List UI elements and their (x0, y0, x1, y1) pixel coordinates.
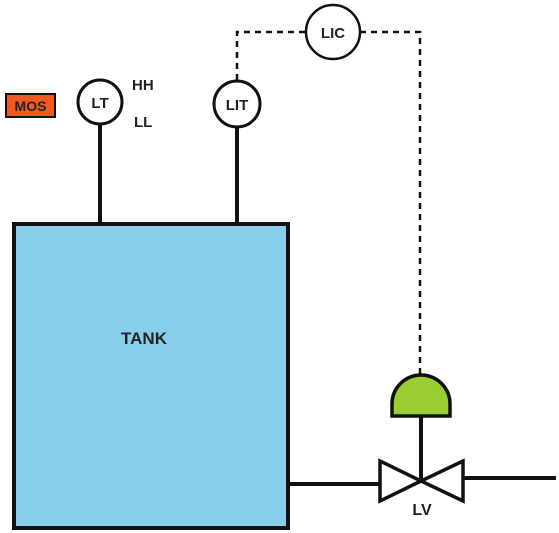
control-valve-body (378, 458, 425, 504)
ll-label: LL (134, 114, 152, 131)
lic-label: LIC (321, 25, 345, 42)
tank (12, 222, 290, 530)
lit-to-lic-signal-line (235, 30, 306, 80)
lic-controller-bubble (304, 3, 362, 61)
control-valve-body-right (416, 458, 465, 504)
hh-label: HH (132, 77, 154, 94)
lit-label: LIT (226, 97, 249, 114)
mos-label: MOS (15, 98, 47, 114)
valve-label: LV (412, 502, 432, 519)
mos-badge (5, 93, 56, 118)
lit-instrument-bubble (212, 79, 262, 129)
lic-to-valve-signal-line (360, 30, 422, 382)
lt-label: LT (91, 95, 108, 112)
tank-label: TANK (121, 329, 168, 348)
lt-instrument-bubble (76, 78, 124, 126)
valve-actuator (390, 373, 452, 418)
